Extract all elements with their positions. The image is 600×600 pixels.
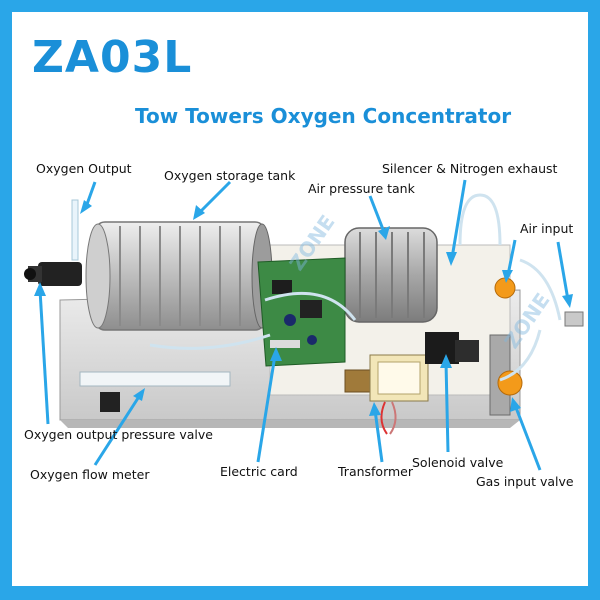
label-oxygen-output-pressure-valve: Oxygen output pressure valve [24,427,213,442]
label-silencer-nitrogen-exhaust: Silencer & Nitrogen exhaust [382,161,558,176]
transformer [344,354,429,435]
product-subtitle: Tow Towers Oxygen Concentrator [135,104,512,128]
oxygen-flow-meter [79,371,231,412]
label-oxygen-flow-meter: Oxygen flow meter [30,467,150,482]
callout-arrows [34,179,573,471]
solenoid-valve [425,332,479,364]
oxygen-storage-tank [85,221,273,331]
oxygen-output-fitting [24,199,82,286]
label-transformer: Transformer [338,464,414,479]
model-title: ZA03L [32,32,193,83]
tubing [149,193,562,382]
label-solenoid-valve: Solenoid valve [412,455,504,470]
label-electric-card: Electric card [220,464,298,479]
label-air-pressure-tank: Air pressure tank [308,181,415,196]
label-gas-input-valve: Gas input valve [476,474,574,489]
label-oxygen-storage-tank: Oxygen storage tank [164,168,296,183]
label-air-input: Air input [520,221,574,236]
air-pressure-tank [344,227,438,323]
gas-input-valve [489,277,584,416]
electric-card [257,257,346,367]
label-oxygen-output: Oxygen Output [36,161,132,176]
